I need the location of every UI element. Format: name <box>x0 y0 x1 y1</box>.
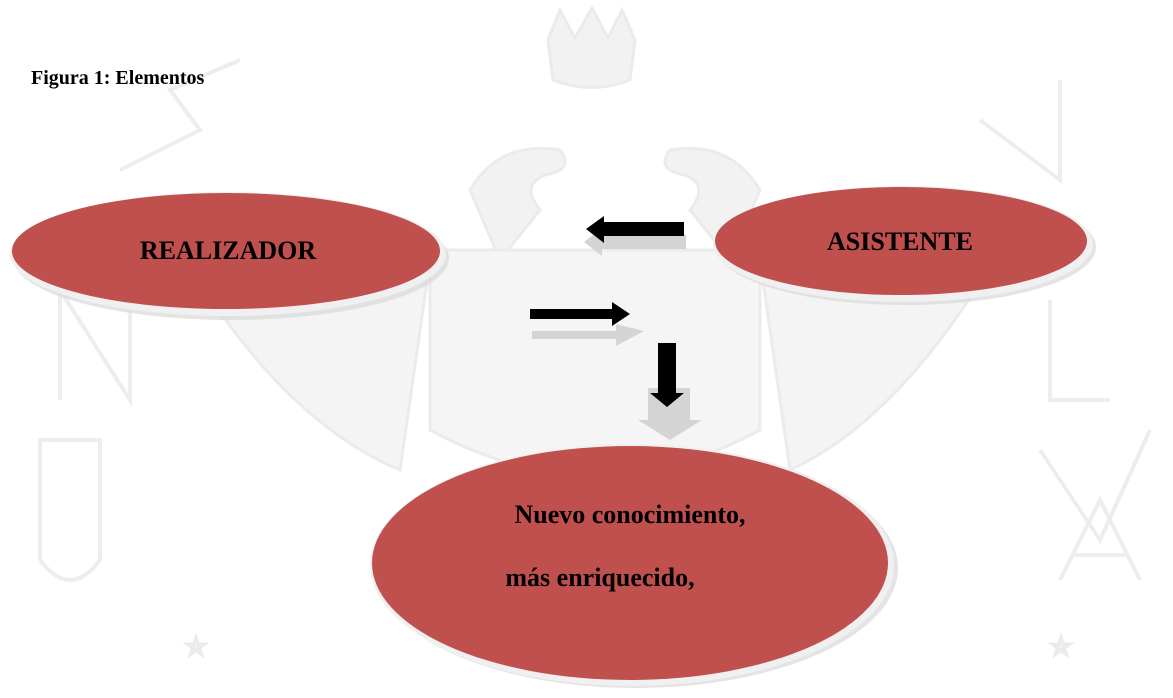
node-resultado-label-line2: más enriquecido, <box>505 563 695 592</box>
figure-caption: Figura 1: Elementos <box>31 67 205 89</box>
node-realizador-label: REALIZADOR <box>139 236 317 265</box>
node-asistente-shape <box>713 186 1096 305</box>
node-resultado-shape <box>370 444 898 688</box>
node-resultado-label-line1: Nuevo conocimiento, <box>514 500 746 529</box>
arrow-down-to-resultado <box>638 343 702 440</box>
arrow-realizador-to-asistente <box>530 302 644 346</box>
node-realizador-shape <box>10 192 449 320</box>
arrow-asistente-to-realizador <box>584 216 686 256</box>
node-asistente-label: ASISTENTE <box>827 227 973 256</box>
